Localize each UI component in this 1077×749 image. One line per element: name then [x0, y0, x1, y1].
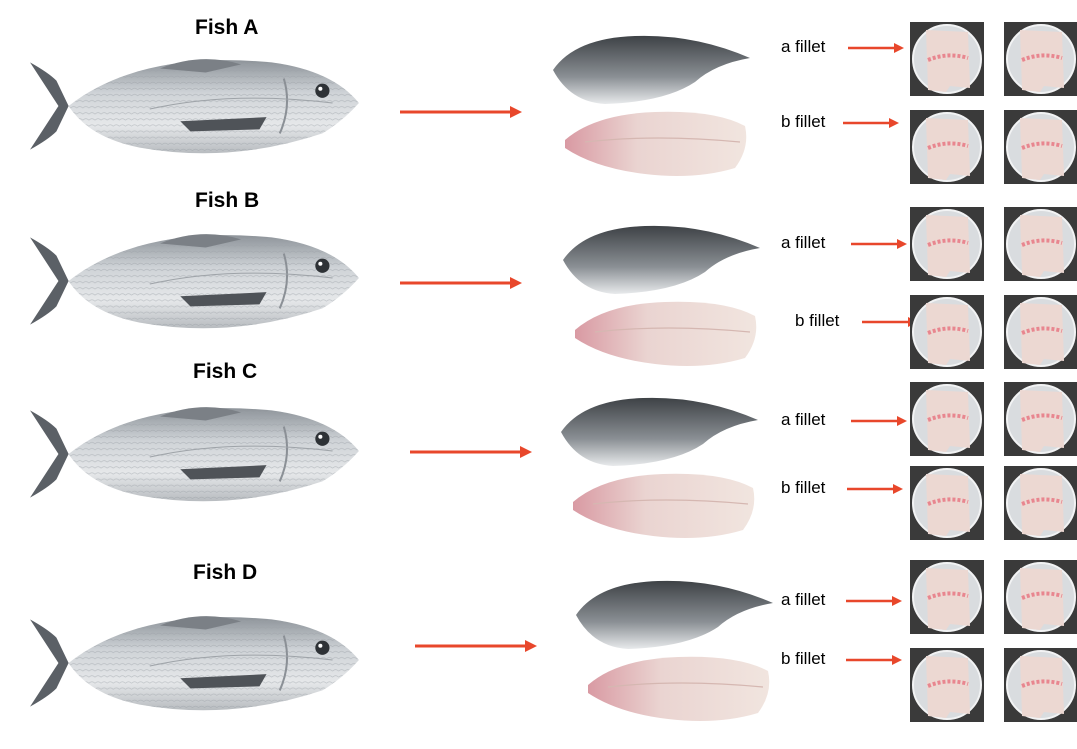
b-fillet-label: b fillet — [795, 311, 839, 331]
fish-row: Fish A a fillet b fillet — [0, 0, 1077, 185]
a-fillet-arrow — [851, 237, 909, 255]
b-fillet-dish-photo — [1004, 466, 1077, 540]
fish-label: Fish D — [193, 561, 257, 585]
b-fillet-label: b fillet — [781, 478, 825, 498]
fillet-pair-image — [553, 392, 763, 547]
a-fillet-dish-photo — [910, 560, 984, 634]
a-fillet-dish-photo — [1004, 560, 1077, 634]
fish-row: Fish Ca filletb fillet — [0, 370, 1077, 555]
a-fillet-label: a fillet — [781, 410, 825, 430]
b-fillet-dish-photo — [910, 648, 984, 722]
a-fillet-label: a fillet — [781, 37, 825, 57]
a-fillet-arrow — [851, 414, 909, 432]
b-fillet-dish-photo — [910, 466, 984, 540]
b-fillet-label: b fillet — [781, 649, 825, 669]
a-fillet-label: a fillet — [781, 590, 825, 610]
a-fillet-label: a fillet — [781, 233, 825, 253]
b-fillet-dish-photo — [1004, 648, 1077, 722]
process-arrow — [415, 638, 540, 659]
process-arrow — [400, 275, 525, 296]
b-fillet-arrow — [843, 116, 901, 134]
fish-row: Fish D a fillet b fillet — [0, 555, 1077, 740]
a-fillet-arrow — [846, 594, 904, 612]
a-fillet-dish-photo — [910, 207, 984, 281]
fish-label: Fish C — [193, 360, 257, 384]
fillet-pair-image — [568, 575, 778, 730]
process-arrow — [400, 104, 525, 125]
fish-label: Fish A — [195, 16, 258, 40]
a-fillet-dish-photo — [910, 382, 984, 456]
b-fillet-dish-photo — [1004, 295, 1077, 369]
b-fillet-dish-photo — [910, 110, 984, 184]
whole-fish-image — [28, 607, 363, 724]
fillet-pair-image — [555, 220, 765, 375]
fish-row: Fish B a fillet b fillet — [0, 185, 1077, 370]
fillet-pair-image — [545, 30, 755, 185]
b-fillet-label: b fillet — [781, 112, 825, 132]
a-fillet-arrow — [848, 41, 906, 59]
whole-fish-image — [28, 50, 363, 167]
a-fillet-dish-photo — [1004, 382, 1077, 456]
b-fillet-dish-photo — [910, 295, 984, 369]
b-fillet-dish-photo — [1004, 110, 1077, 184]
whole-fish-image — [28, 225, 363, 342]
process-arrow — [410, 444, 535, 465]
b-fillet-arrow — [846, 653, 904, 671]
b-fillet-arrow — [847, 482, 905, 500]
a-fillet-dish-photo — [910, 22, 984, 96]
a-fillet-dish-photo — [1004, 207, 1077, 281]
fish-label: Fish B — [195, 189, 259, 213]
whole-fish-image — [28, 398, 363, 515]
a-fillet-dish-photo — [1004, 22, 1077, 96]
